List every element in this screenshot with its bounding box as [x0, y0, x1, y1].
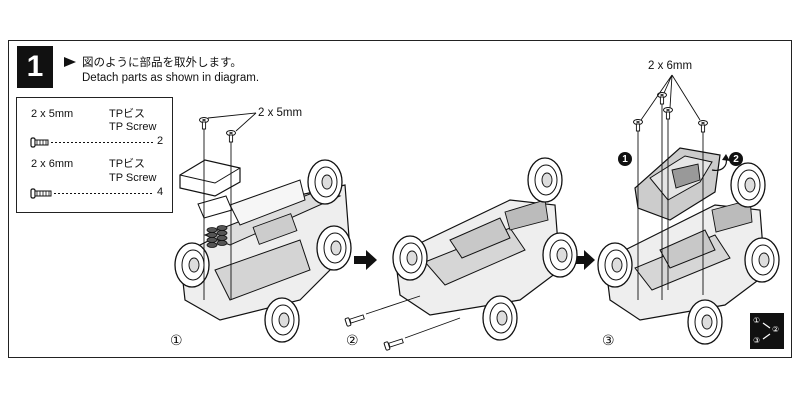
legend-size-1: 2 x 5mm	[31, 108, 74, 120]
callout-2: 2	[729, 152, 743, 166]
legend-name-en-2: TP Screw	[109, 172, 157, 184]
sequence-icon: ① ② ③	[750, 313, 784, 349]
seq-b: ②	[772, 325, 780, 334]
label-2x5mm: 2 x 5mm	[258, 107, 303, 119]
instruction-jp: 図のように部品を取外します。	[82, 57, 242, 69]
sub-step-1: ①	[170, 332, 183, 348]
chassis-2-drawing	[344, 157, 578, 351]
step-number-badge: 1	[17, 46, 53, 88]
screw-6mm-icon	[30, 188, 154, 199]
legend-size-2: 2 x 6mm	[31, 158, 74, 170]
removed-screw-2	[383, 317, 461, 351]
next-arrow-icon-2	[572, 250, 595, 270]
callout-1: 1	[618, 152, 632, 166]
instruction-text: 図のように部品を取外します。 Detach parts as shown in …	[64, 56, 259, 86]
legend-name-en-1: TP Screw	[109, 121, 157, 133]
legend-name-jp-1: TPビス	[109, 108, 146, 120]
seq-arrows-icon	[762, 322, 771, 340]
label-2x6mm: 2 x 6mm	[648, 60, 693, 72]
legend-qty-1: 2	[157, 135, 164, 147]
pointer-arrow-icon	[64, 57, 76, 67]
chassis-1-drawing	[174, 112, 352, 343]
removed-screw-1	[344, 295, 421, 327]
seq-c: ③	[753, 336, 761, 345]
chassis-3-drawing	[597, 74, 780, 345]
screw-5mm-icon	[30, 137, 154, 148]
legend-screw-drawings	[30, 137, 154, 199]
screw-legend: 2 x 5mm TPビス TP Screw 2 2 x 6mm TPビス TP …	[16, 97, 173, 213]
sub-step-3: ③	[602, 332, 615, 348]
sub-step-2: ②	[346, 332, 359, 348]
next-arrow-icon-1	[354, 250, 377, 270]
seq-a: ①	[753, 316, 761, 325]
instruction-en: Detach parts as shown in diagram.	[82, 72, 260, 84]
instruction-frame	[8, 40, 792, 358]
legend-name-jp-2: TPビス	[109, 158, 146, 170]
legend-qty-2: 4	[157, 186, 164, 198]
